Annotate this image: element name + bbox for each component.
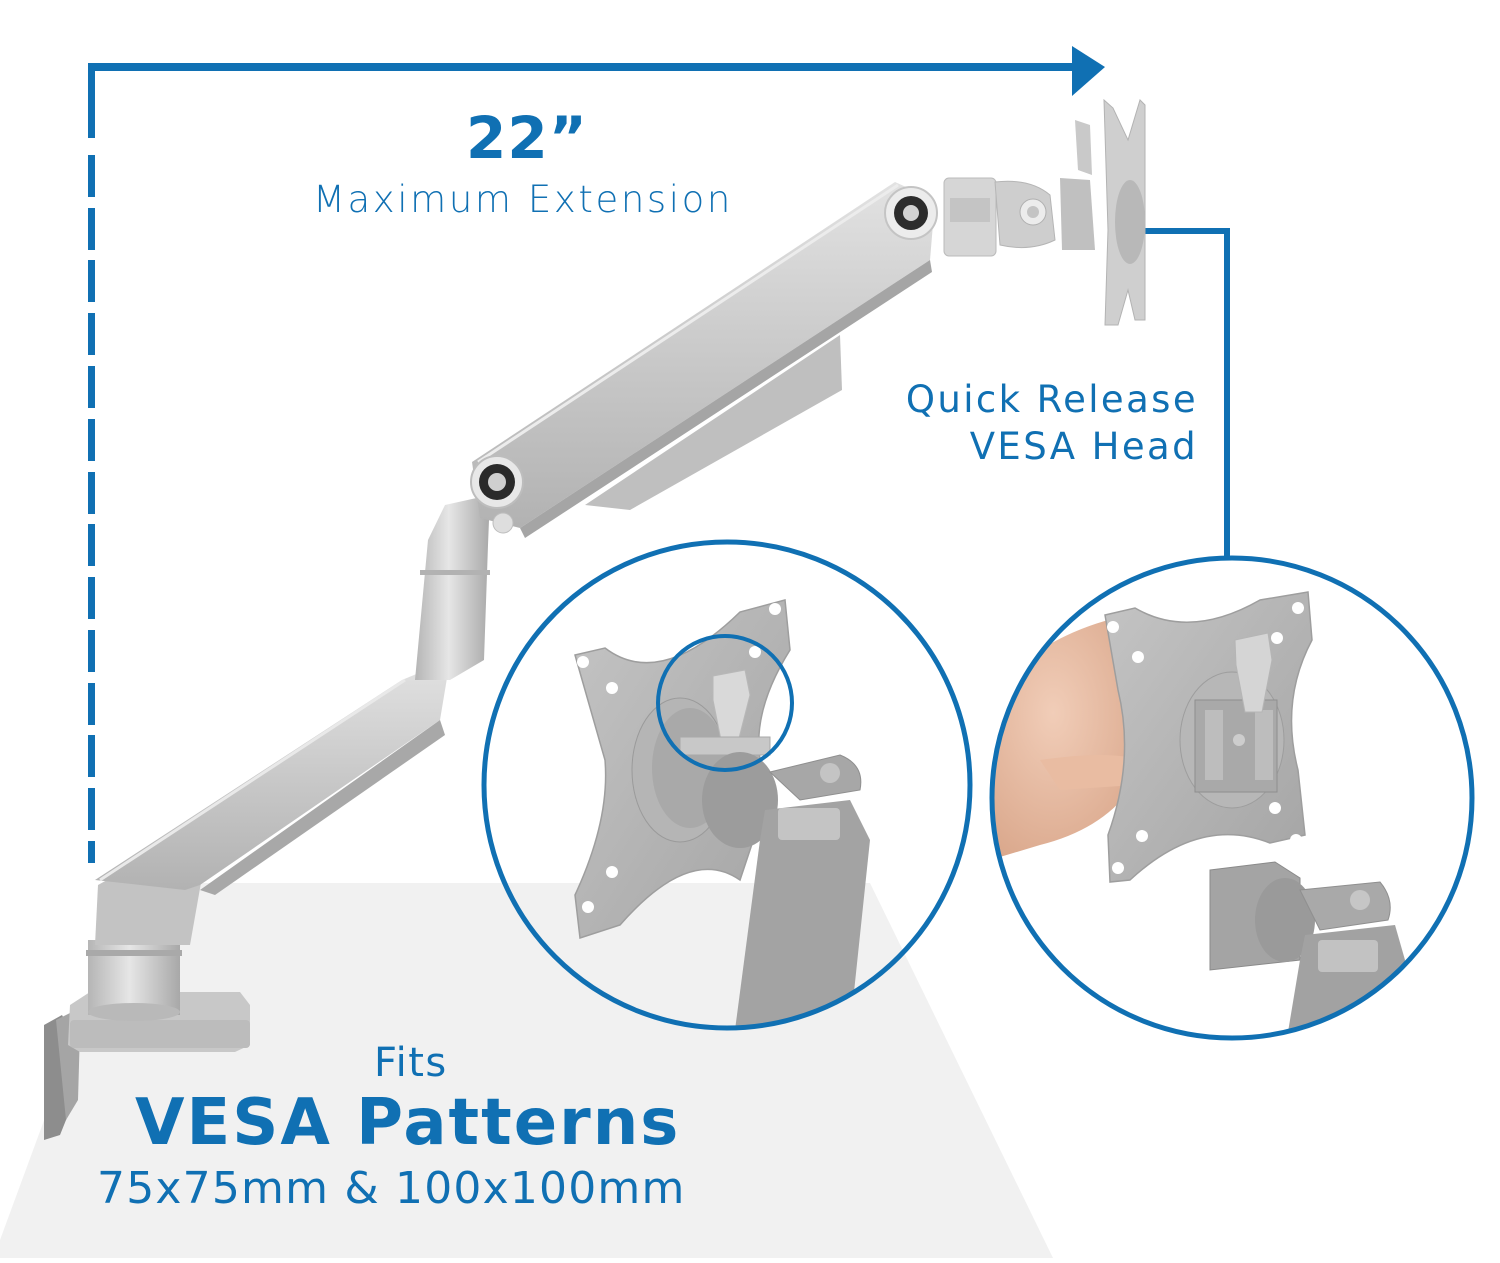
callout-connector [1140, 228, 1230, 556]
monitor-arm [44, 98, 1146, 1140]
footer-fits: Fits [374, 1040, 448, 1086]
arrow-right-icon [1072, 46, 1105, 96]
detail-circle-attached [481, 539, 973, 1031]
detail-circle-released [989, 555, 1475, 1041]
extension-label: Maximum Extension [313, 178, 733, 221]
callout-line-1: Quick Release [905, 378, 1198, 421]
extension-dimension [88, 46, 1105, 863]
footer-title: VESA Patterns [135, 1086, 681, 1160]
callout-line-2: VESA Head [969, 425, 1198, 468]
latch-highlight-circle [656, 634, 794, 772]
footer-sizes: 75x75mm & 100x100mm [97, 1163, 686, 1214]
hand [992, 615, 1149, 860]
extension-value: 22” [466, 104, 588, 172]
